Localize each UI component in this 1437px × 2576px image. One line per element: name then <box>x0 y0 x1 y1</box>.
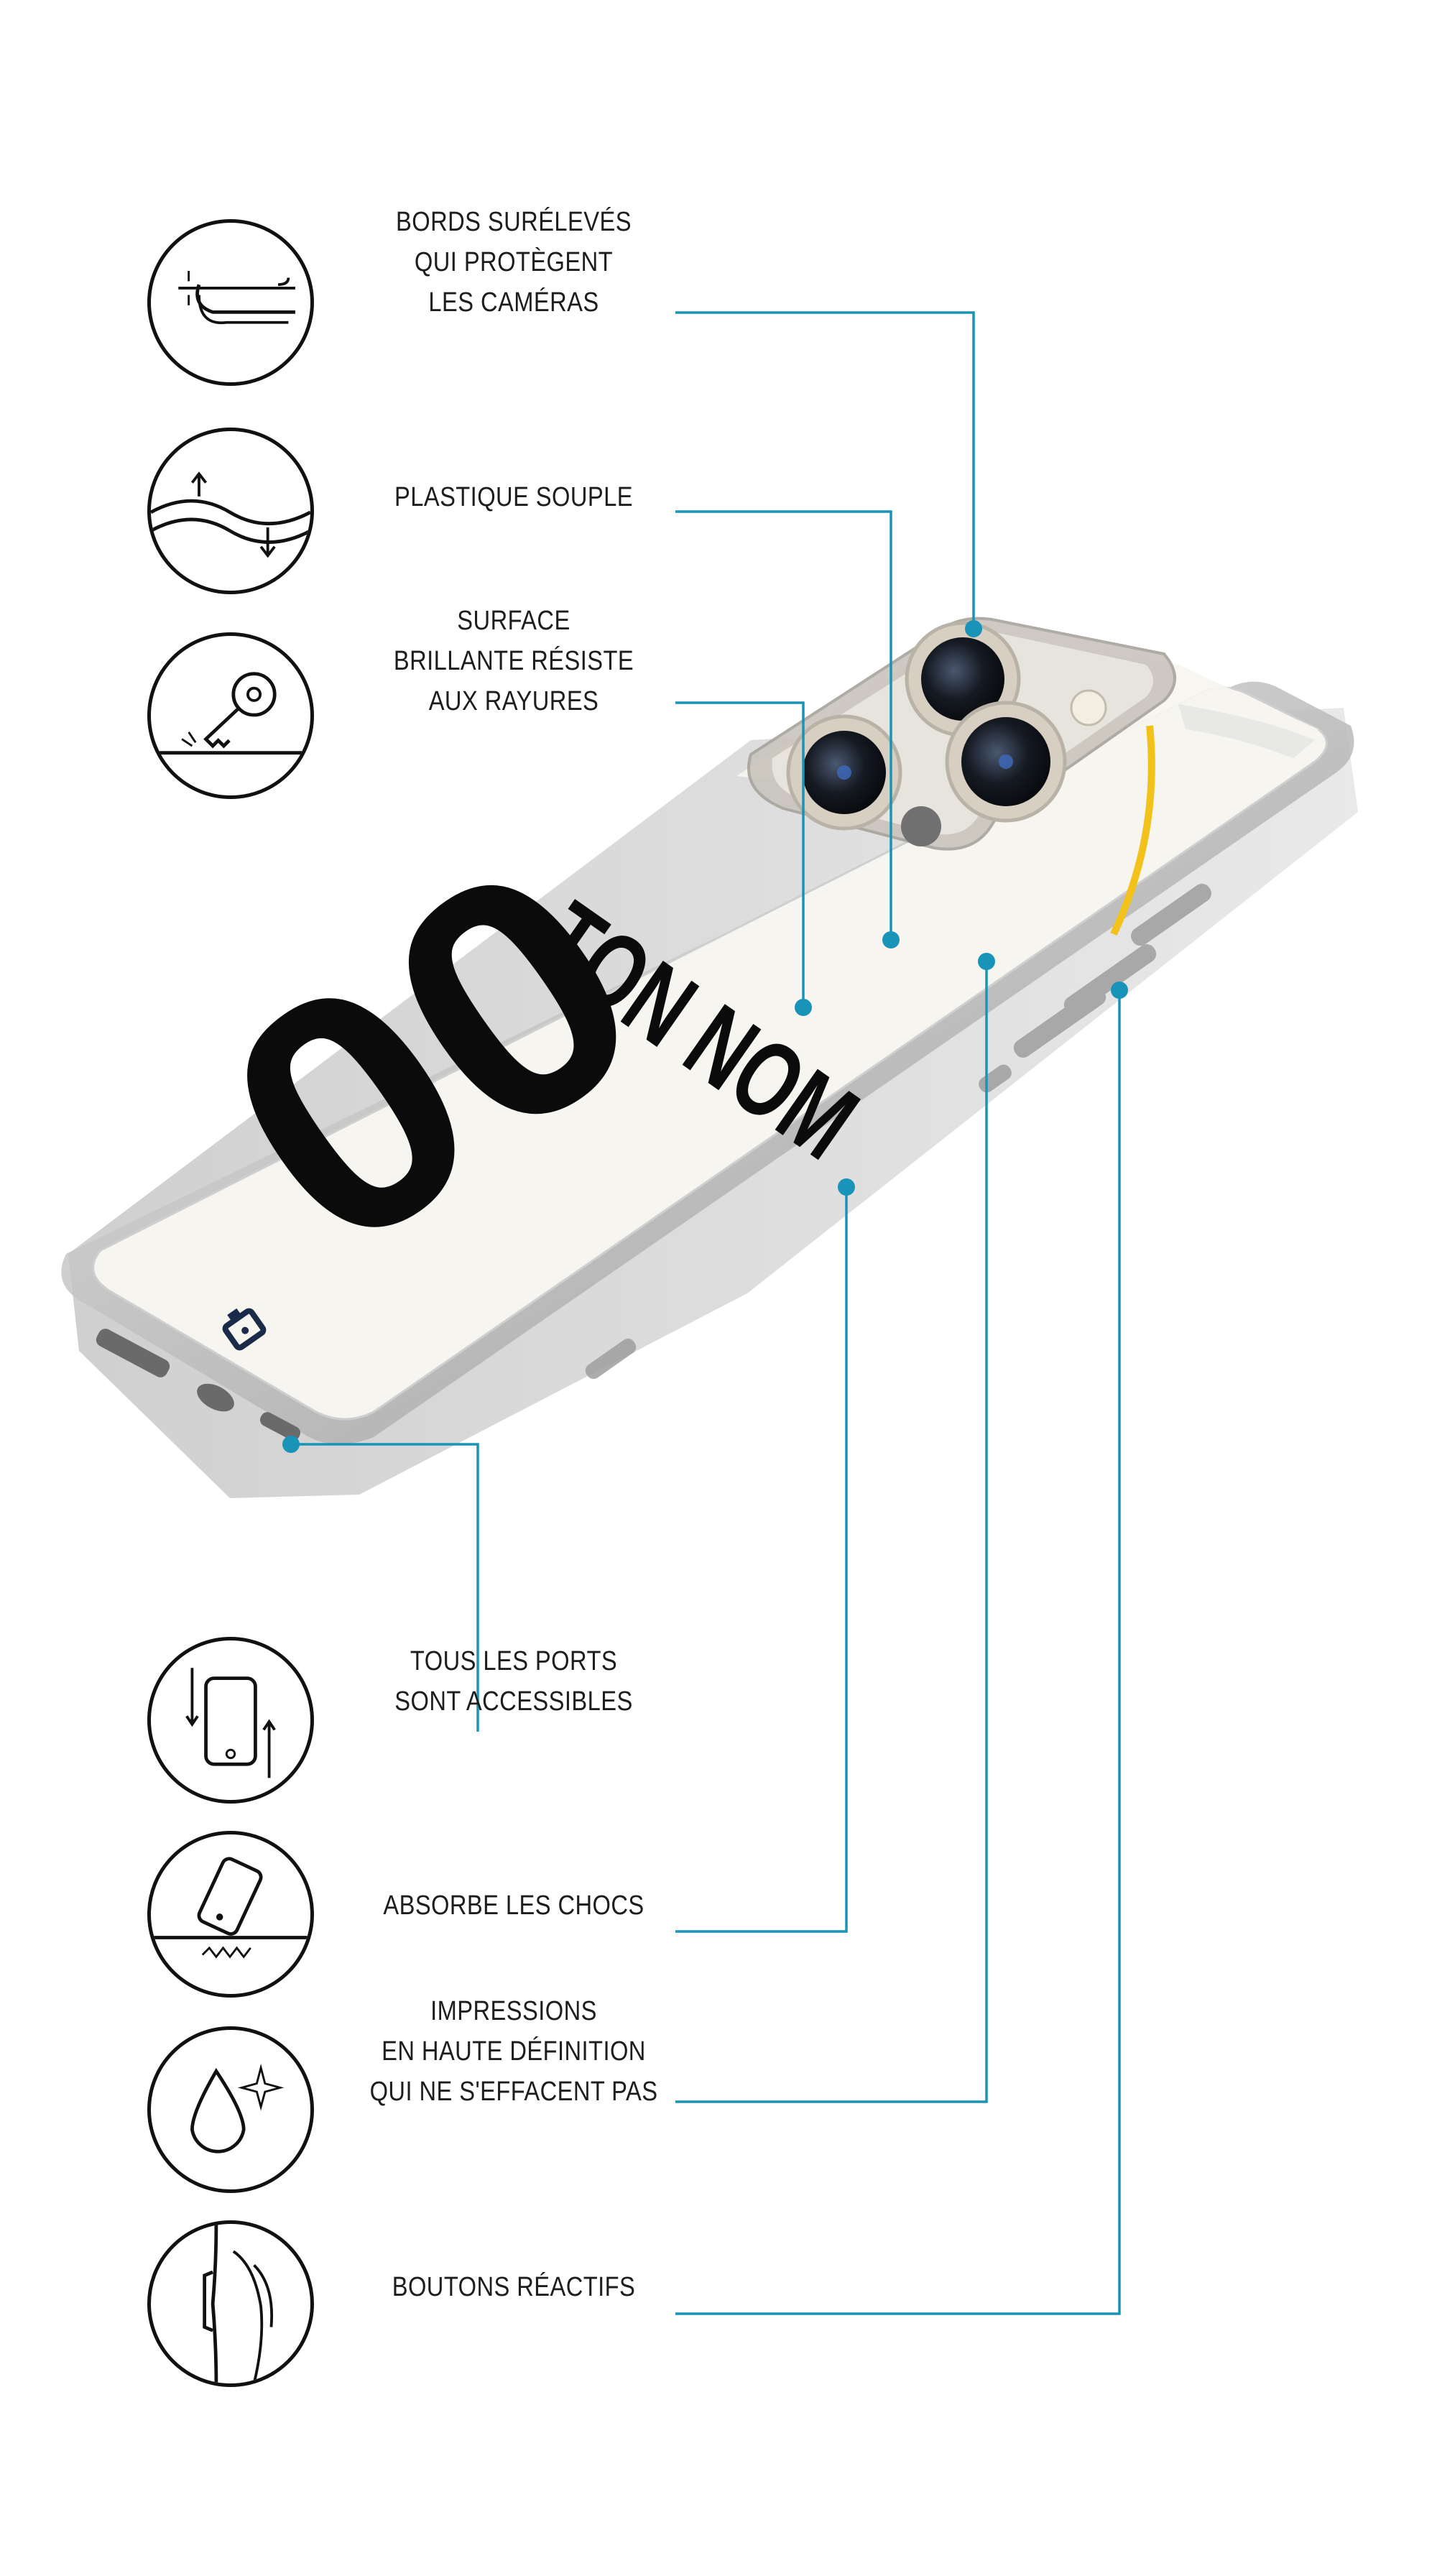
side-button-icon <box>147 2220 314 2387</box>
feature-label-line: BORDS SURÉLEVÉS <box>396 207 632 237</box>
callout-dot-scratch-resistant <box>795 999 812 1016</box>
callout-dot-raised-edges <box>965 620 982 637</box>
feature-label-line: LES CAMÉRAS <box>428 287 599 318</box>
feature-label-line: IMPRESSIONS <box>430 1996 597 2026</box>
flexible-wave-icon <box>147 428 314 594</box>
feature-label-ports-accessible: TOUS LES PORTS SONT ACCESSIBLES <box>353 1641 674 1722</box>
callout-dot-hd-print <box>978 953 995 970</box>
feature-label-shock-absorb: ABSORBE LES CHOCS <box>353 1885 674 1926</box>
callout-line-hd-print <box>675 961 988 2103</box>
callout-line-ports-accessible <box>291 1443 479 1732</box>
callout-line-soft-plastic <box>675 510 892 940</box>
feature-label-hd-print: IMPRESSIONS EN HAUTE DÉFINITION QUI NE S'E… <box>353 1991 674 2112</box>
camera-module <box>747 617 1176 851</box>
bottom-ports <box>96 1329 301 1441</box>
feature-label-line: SONT ACCESSIBLES <box>394 1686 633 1717</box>
case-back <box>92 686 1328 1421</box>
feature-label-line: QUI NE S'EFFACENT PAS <box>369 2077 658 2107</box>
jersey-yellow-stripe <box>1110 725 1155 936</box>
feature-label-line: BOUTONS RÉACTIFS <box>392 2272 636 2302</box>
feature-label-soft-plastic: PLASTIQUE SOUPLE <box>353 477 674 517</box>
feature-label-line: SURFACE <box>457 606 570 636</box>
feature-label-line: AUX RAYURES <box>428 686 599 716</box>
phone-drop-icon <box>147 1831 314 1998</box>
brand-logo-icon <box>222 1308 267 1351</box>
callout-line-raised-edges <box>675 311 975 629</box>
callout-line-scratch-resistant <box>675 701 805 1007</box>
callout-lines <box>282 311 1128 2315</box>
raised-edge-icon <box>147 219 314 386</box>
feature-label-responsive-buttons: BOUTONS RÉACTIFS <box>353 2267 674 2307</box>
callout-dot-soft-plastic <box>882 931 900 948</box>
feature-label-line: BRILLANTE RÉSISTE <box>393 646 634 676</box>
callout-line-shock-absorb <box>675 1187 848 1933</box>
side-buttons <box>585 883 1211 1380</box>
feature-label-line: PLASTIQUE SOUPLE <box>394 482 633 512</box>
callout-dot-shock-absorb <box>838 1178 855 1196</box>
feature-label-line: EN HAUTE DÉFINITION <box>382 2036 646 2067</box>
feature-label-raised-edges: BORDS SURÉLEVÉS QUI PROTÈGENT LES CAMÉRAS <box>353 202 674 323</box>
callout-dot-responsive-buttons <box>1111 982 1128 999</box>
phone-rotate-icon <box>147 1637 314 1804</box>
feature-label-line: QUI PROTÈGENT <box>414 247 614 277</box>
callout-line-responsive-buttons <box>675 990 1121 2315</box>
water-drop-sparkle-icon <box>147 2026 314 2193</box>
feature-label-scratch-resistant: SURFACE BRILLANTE RÉSISTE AUX RAYURES <box>353 601 674 721</box>
feature-label-line: ABSORBE LES CHOCS <box>383 1891 644 1921</box>
jersey-sheen <box>1178 704 1315 758</box>
feature-label-line: TOUS LES PORTS <box>410 1646 618 1676</box>
key-scratch-icon <box>147 632 314 799</box>
callout-dot-ports-accessible <box>282 1436 300 1453</box>
